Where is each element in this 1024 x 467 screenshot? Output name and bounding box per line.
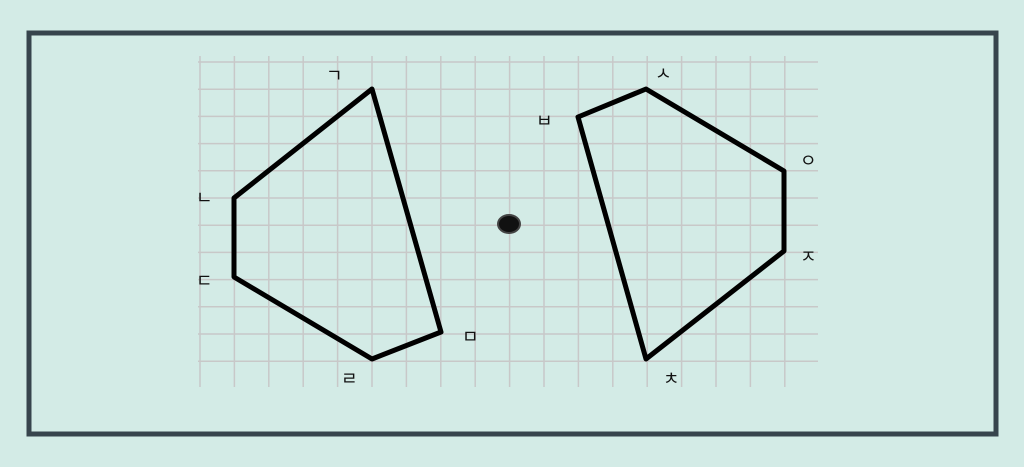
label-bieup: ㅂ	[536, 111, 553, 132]
left-polygon	[231, 86, 444, 362]
label-ieung: ㅇ	[800, 151, 817, 172]
center-point	[497, 214, 521, 234]
label-siot: ㅅ	[655, 64, 672, 85]
label-giyeok: ㄱ	[326, 66, 343, 87]
label-rieul: ㄹ	[341, 369, 358, 390]
label-digeut: ㄷ	[196, 271, 213, 292]
right-polygon	[575, 86, 787, 362]
label-chieut: ㅊ	[663, 369, 680, 390]
label-nieun: ㄴ	[196, 188, 213, 209]
label-mieum: ㅁ	[462, 327, 479, 348]
label-jieut: ㅈ	[800, 247, 817, 268]
